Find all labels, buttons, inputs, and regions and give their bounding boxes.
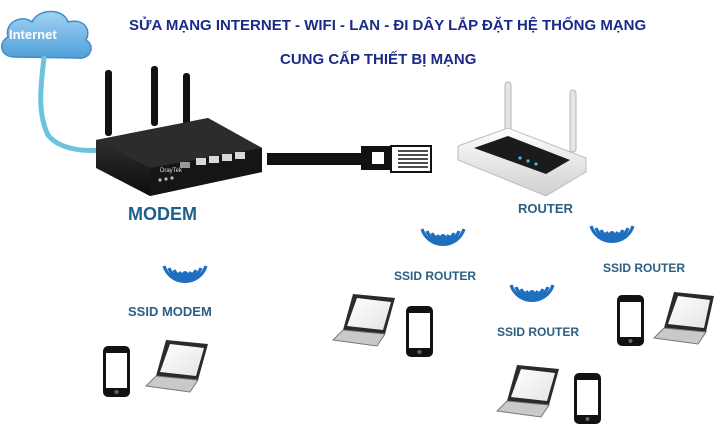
headline-line-1: SỬA MẠNG INTERNET - WIFI - LAN - ĐI DÂY …: [129, 17, 647, 34]
ssid-router-label: SSID ROUTER: [603, 261, 686, 275]
router-device: [457, 81, 587, 197]
laptop-icon: [652, 292, 714, 345]
smartphone-icon: [617, 295, 644, 346]
headline-line-2: CUNG CẤP THIẾT BỊ MẠNG: [280, 51, 477, 68]
wifi-signal-icon: [589, 225, 635, 243]
laptop-icon: [331, 294, 395, 347]
laptop-icon: [144, 340, 208, 393]
modem-brand-mark: DrayTek: [160, 168, 183, 174]
modem-label: MODEM: [128, 204, 197, 224]
internet-cable: [38, 55, 105, 153]
router-label: ROUTER: [518, 201, 573, 216]
internet-label: Internet: [9, 27, 57, 42]
ethernet-cable: [267, 145, 432, 173]
smartphone-icon: [574, 373, 601, 424]
wifi-signal-icon: [420, 228, 466, 246]
ssid-router-label: SSID ROUTER: [497, 325, 580, 339]
wifi-signal-icon: [509, 284, 555, 302]
ssid-modem-label: SSID MODEM: [128, 304, 212, 319]
laptop-icon: [495, 365, 559, 418]
smartphone-icon: [103, 346, 130, 397]
wifi-signal-icon: [162, 265, 208, 283]
modem-device: DrayTek: [96, 66, 262, 196]
internet-cloud-icon: [1, 10, 92, 59]
ssid-router-label: SSID ROUTER: [394, 269, 477, 283]
smartphone-icon: [406, 306, 433, 357]
